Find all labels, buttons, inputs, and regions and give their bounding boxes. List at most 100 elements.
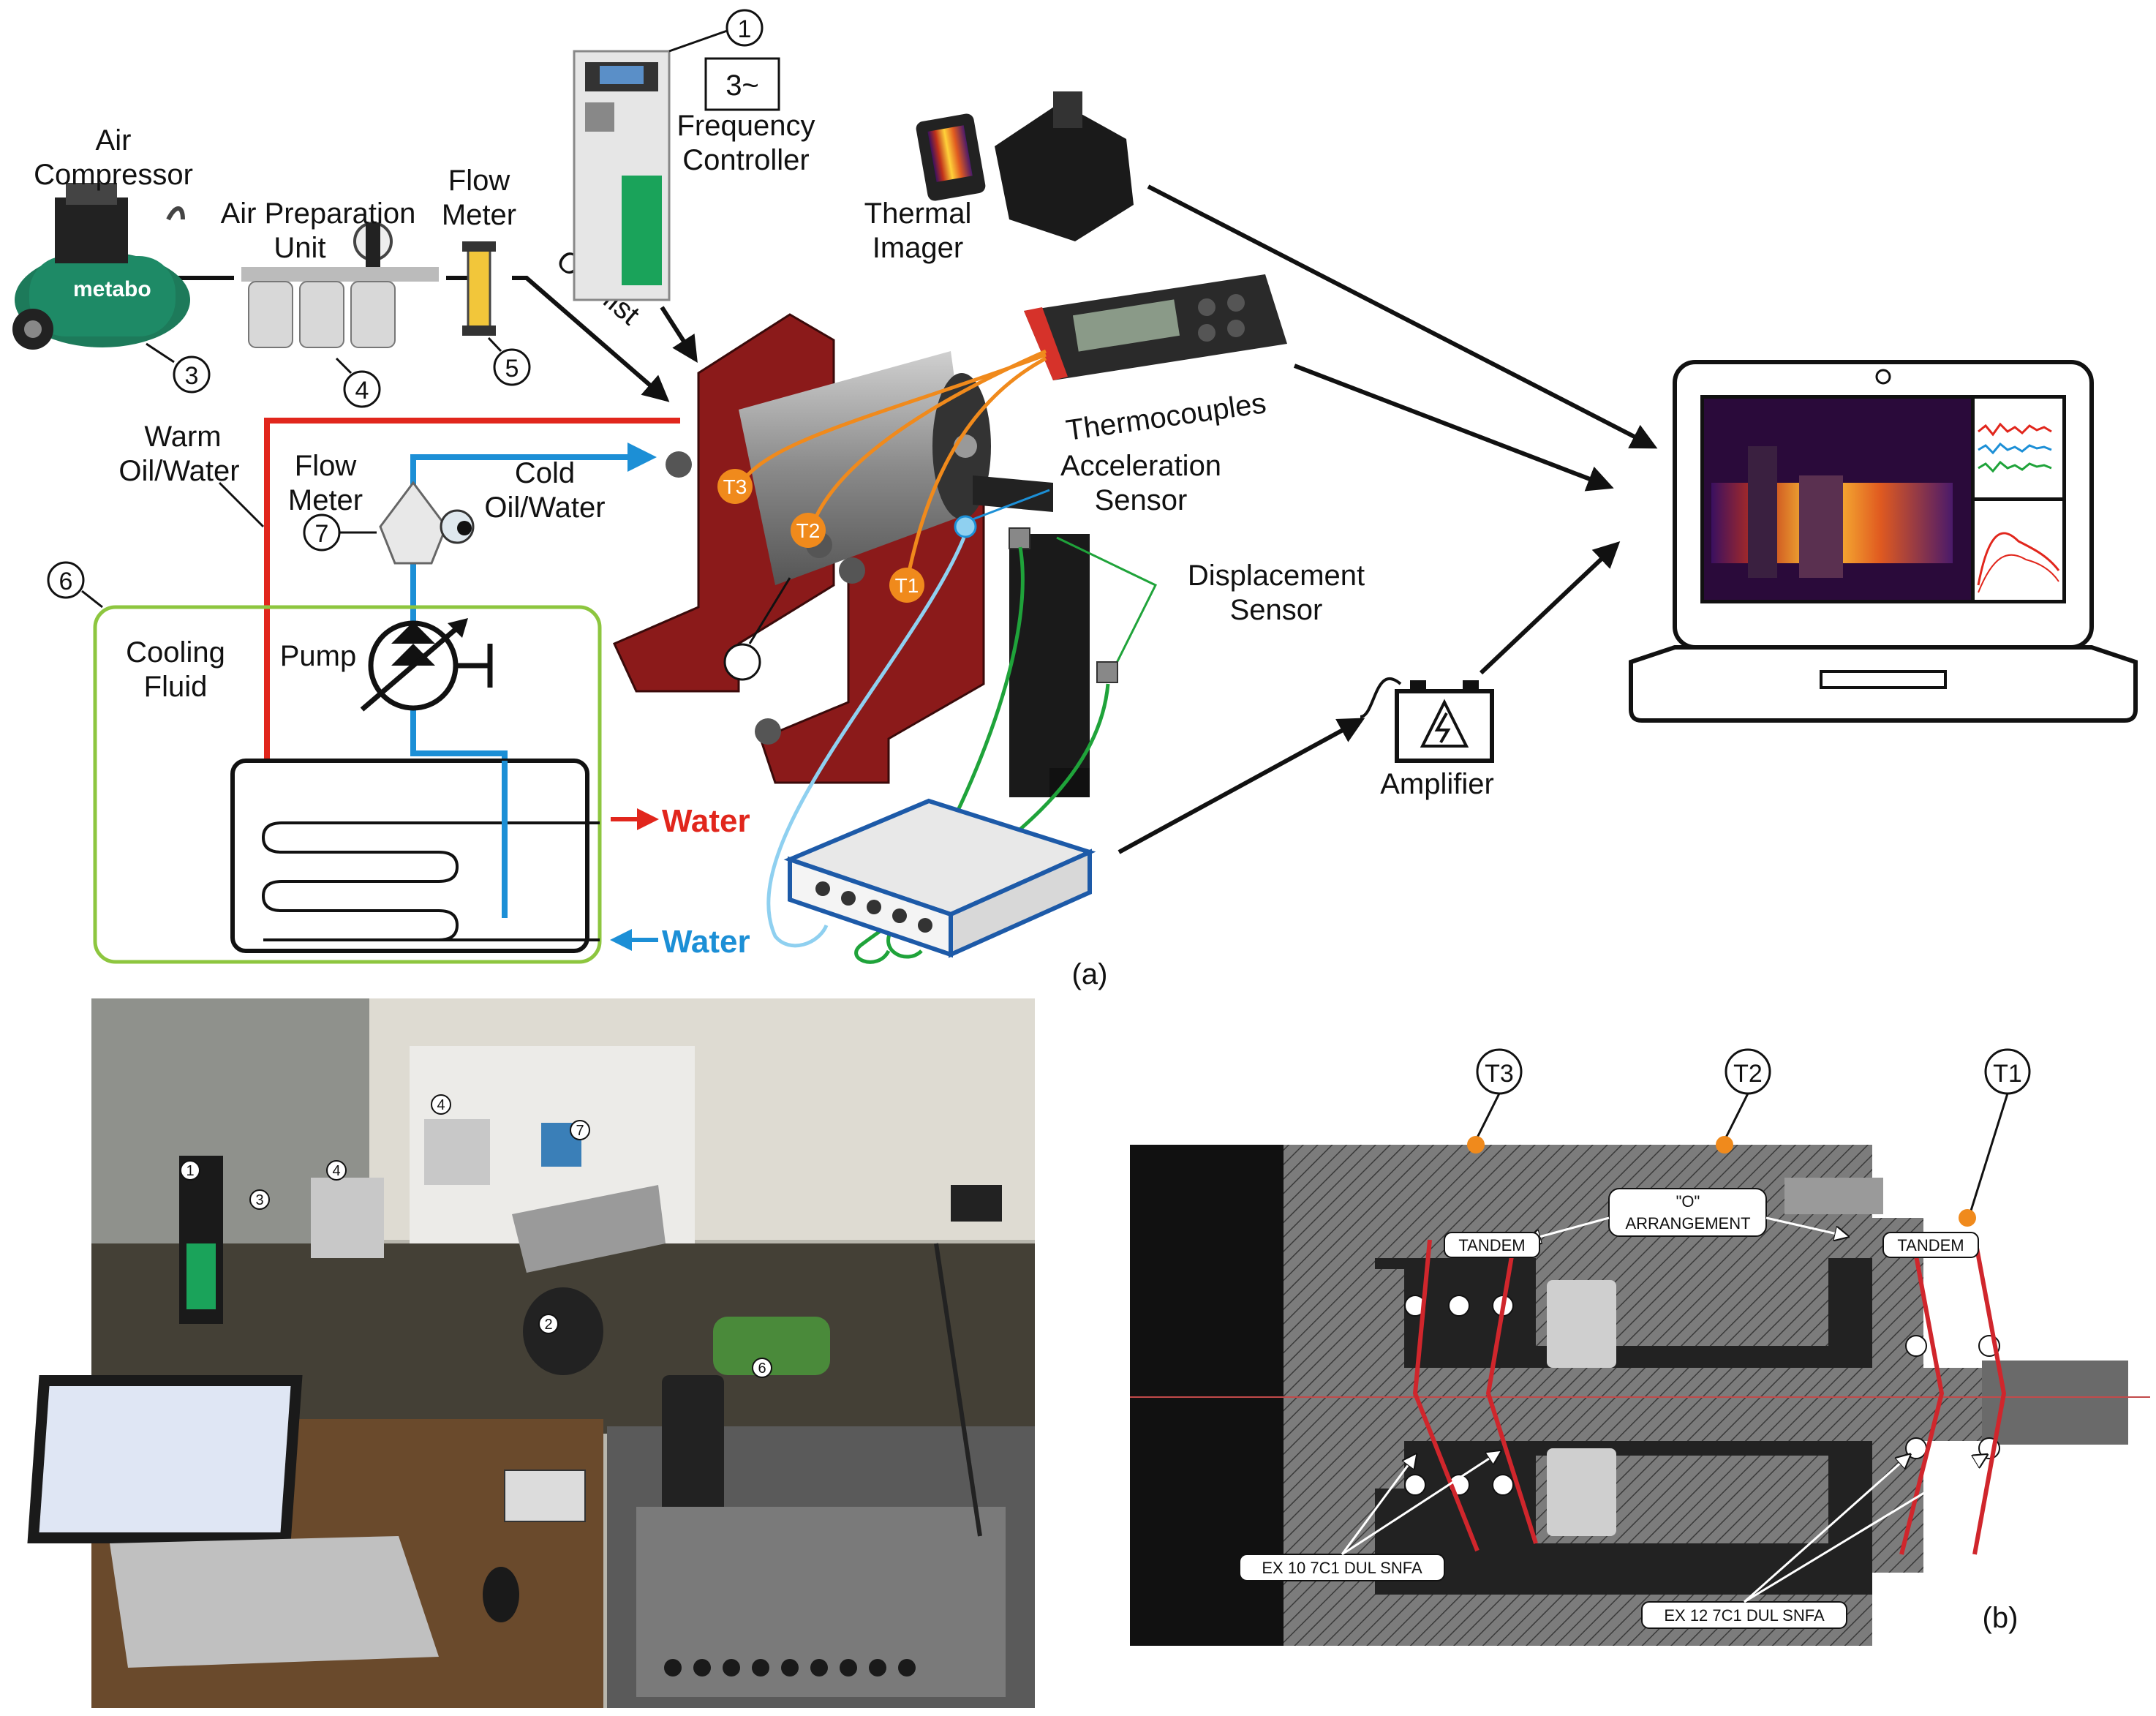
- panel-b-t1: T1: [1959, 1048, 2031, 1227]
- svg-text:4: 4: [355, 377, 369, 404]
- svg-text:5: 5: [505, 355, 519, 383]
- daq-device: [783, 798, 1096, 958]
- warm-oil-line: [252, 418, 680, 821]
- amplifier-label: Amplifier: [1380, 768, 1494, 800]
- photo-marker-2: 2: [538, 1314, 559, 1334]
- svg-text:EX 10 7C1 DUL SNFA: EX 10 7C1 DUL SNFA: [1262, 1559, 1422, 1577]
- svg-text:6: 6: [758, 1361, 766, 1377]
- flow-meter-top-label-1: Flow: [448, 165, 510, 197]
- daq-to-amplifier-arrow: [1117, 718, 1365, 854]
- cold-oil-label-1: Cold: [515, 457, 575, 489]
- t1-marker: T1: [889, 568, 924, 603]
- thermal-imager-label-1: Thermal: [864, 197, 972, 230]
- spindle-housing: [612, 313, 1090, 797]
- accel-sensor-label-2: Sensor: [1095, 484, 1188, 516]
- marker-4: 4: [335, 357, 381, 408]
- marker-5: 5: [487, 336, 531, 386]
- water-in-label: Water: [662, 924, 750, 960]
- svg-text:3: 3: [185, 362, 199, 390]
- water-out-label: Water: [662, 803, 750, 839]
- compressor-brand: metabo: [73, 277, 151, 301]
- cooling-tank: [230, 759, 600, 953]
- svg-text:TANDEM: TANDEM: [1897, 1236, 1964, 1254]
- svg-text:3: 3: [255, 1192, 263, 1208]
- air-prep-unit: [241, 222, 439, 348]
- svg-text:7: 7: [315, 520, 329, 548]
- amplifier-to-laptop-arrow: [1479, 541, 1621, 675]
- panel-b-t2: T2: [1716, 1048, 1771, 1154]
- warm-oil-label-2: Oil/Water: [118, 455, 239, 487]
- flow-meter-mid-label-1: Flow: [295, 450, 357, 482]
- panel-b: T3 T2 T1 "O" ARRANGEMENT TANDEM: [1130, 1048, 2150, 1646]
- photo-marker-7: 7: [570, 1120, 590, 1140]
- marker-2: [723, 577, 791, 681]
- pump-icon: [360, 618, 493, 712]
- lab-photo: 1 3 4 4 7 2 6: [27, 998, 1035, 1708]
- thermocouples-label: Thermocouples: [1064, 387, 1268, 447]
- svg-text:3~: 3~: [725, 69, 759, 102]
- cooling-fluid-label-1: Cooling: [126, 636, 225, 669]
- thermal-imager-label-2: Imager: [872, 232, 964, 264]
- acceleration-sensor-dot: [954, 515, 977, 538]
- bearing-right-tag: EX 12 7C1 DUL SNFA: [1641, 1601, 1847, 1629]
- svg-text:"O": "O": [1676, 1192, 1700, 1211]
- marker-1: 1: [725, 9, 764, 47]
- marker-7: 7: [303, 513, 377, 552]
- svg-text:2: 2: [544, 1317, 552, 1333]
- photo-marker-1: 1: [180, 1160, 200, 1181]
- air-compressor-label-1: Air: [96, 124, 132, 157]
- svg-text:1: 1: [738, 15, 752, 43]
- o-arrangement-tag: "O" ARRANGEMENT: [1608, 1188, 1767, 1237]
- panel-a: metabo Air Compressor 3 Air Preparation …: [12, 9, 2138, 990]
- laptop: [1629, 360, 2138, 723]
- accel-sensor-label-1: Acceleration: [1060, 450, 1221, 482]
- svg-text:1: 1: [186, 1163, 194, 1179]
- svg-text:4: 4: [437, 1097, 445, 1113]
- cold-oil-label-2: Oil/Water: [484, 492, 605, 524]
- t3-marker: T3: [717, 469, 753, 504]
- freq-controller-label-2: Controller: [682, 144, 809, 176]
- svg-text:EX 12 7C1 DUL SNFA: EX 12 7C1 DUL SNFA: [1664, 1606, 1825, 1625]
- panel-a-label: (a): [1072, 958, 1108, 990]
- svg-text:6: 6: [59, 568, 73, 595]
- svg-text:TANDEM: TANDEM: [1458, 1236, 1525, 1254]
- flow-meter-mid: [379, 481, 475, 565]
- svg-text:T2: T2: [796, 519, 821, 542]
- amplifier: [1360, 677, 1494, 763]
- air-compressor-label-2: Compressor: [34, 159, 193, 191]
- svg-text:T3: T3: [1485, 1060, 1514, 1088]
- svg-text:7: 7: [576, 1123, 584, 1139]
- svg-text:4: 4: [332, 1163, 340, 1179]
- freq-controller-label-1: Frequency: [677, 110, 815, 142]
- svg-text:T1: T1: [1993, 1060, 2022, 1088]
- flow-meter-top-label-2: Meter: [442, 199, 516, 231]
- bearing-left-tag: EX 10 7C1 DUL SNFA: [1239, 1554, 1445, 1581]
- air-compressor: metabo: [12, 183, 190, 350]
- disp-sensor-label-1: Displacement: [1188, 560, 1365, 592]
- cooling-fluid-box: [93, 605, 602, 964]
- flow-meter-top: [462, 241, 496, 336]
- air-prep-label-2: Unit: [274, 232, 325, 264]
- frequency-controller: [573, 28, 732, 301]
- cooling-fluid-label-2: Fluid: [144, 671, 208, 703]
- photo-marker-6: 6: [752, 1358, 772, 1378]
- thermocouples-to-laptop-arrow: [1293, 364, 1614, 492]
- svg-text:T1: T1: [895, 574, 919, 597]
- t2-marker: T2: [791, 513, 826, 548]
- panel-b-t3: T3: [1467, 1048, 1523, 1154]
- flow-meter-mid-label-2: Meter: [288, 484, 363, 516]
- svg-text:T3: T3: [723, 475, 747, 498]
- thermal-imager: [916, 91, 1134, 241]
- tandem-left-tag: TANDEM: [1444, 1232, 1540, 1258]
- thermocouple-reader: [1024, 274, 1287, 380]
- marker-6: 6: [47, 561, 103, 609]
- air-prep-label-1: Air Preparation: [221, 197, 416, 230]
- photo-marker-4a: 4: [326, 1160, 347, 1181]
- svg-text:ARRANGEMENT: ARRANGEMENT: [1625, 1214, 1750, 1233]
- three-phase-symbol: 3~: [704, 57, 780, 111]
- photo-marker-3: 3: [249, 1189, 270, 1210]
- pump-label: Pump: [280, 640, 357, 672]
- panel-b-label: (b): [1983, 1602, 2019, 1634]
- tc-wire-1: [905, 356, 1047, 582]
